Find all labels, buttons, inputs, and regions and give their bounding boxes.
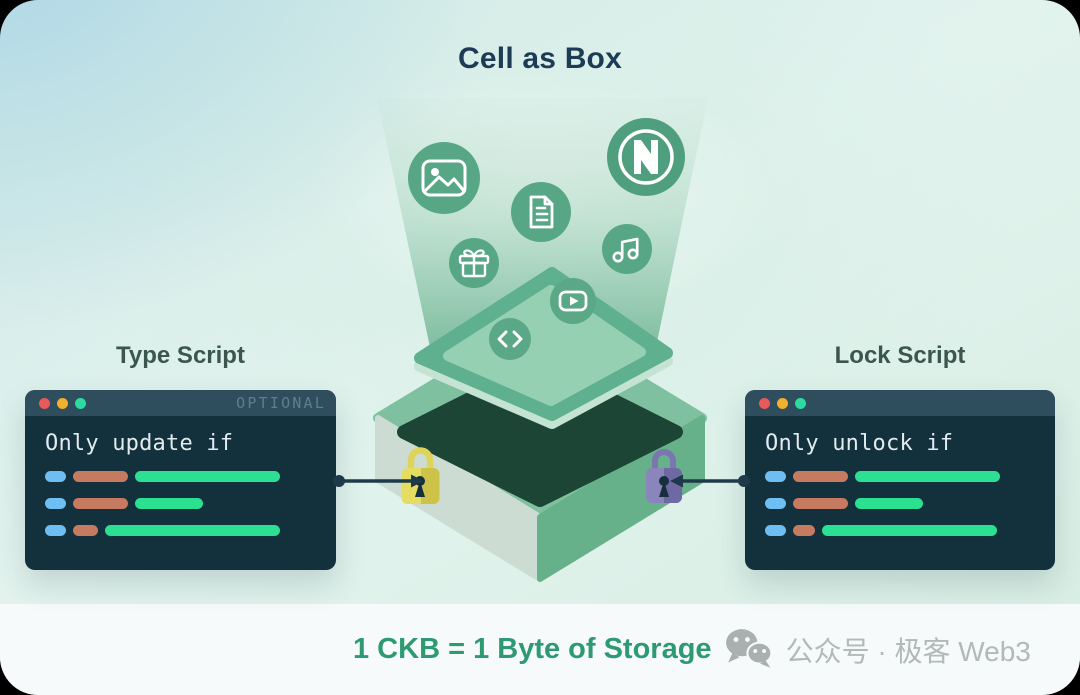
code-token-salmon bbox=[73, 498, 128, 509]
code-token-blue bbox=[45, 471, 66, 482]
nervos-logo-icon bbox=[607, 118, 685, 196]
type-lock-icon bbox=[401, 447, 440, 504]
code-token-salmon bbox=[793, 498, 848, 509]
wechat-icon bbox=[725, 628, 773, 668]
type-script-window: OPTIONAL Only update if bbox=[25, 390, 336, 570]
document-icon bbox=[511, 182, 571, 242]
code-line bbox=[765, 471, 1035, 482]
page-title: Cell as Box bbox=[458, 42, 622, 75]
optional-badge: OPTIONAL bbox=[236, 394, 326, 412]
code-line bbox=[765, 498, 1035, 509]
code-line bbox=[45, 471, 316, 482]
light-beam bbox=[377, 98, 708, 366]
maximize-dot-icon bbox=[75, 397, 86, 409]
code-token-blue bbox=[45, 498, 66, 509]
code-line bbox=[765, 525, 1035, 536]
lock-script-window: Only unlock if bbox=[745, 390, 1055, 570]
code-line bbox=[45, 498, 316, 509]
code-token-green bbox=[822, 525, 997, 536]
code-token-salmon bbox=[793, 471, 848, 482]
type-script-connector bbox=[333, 474, 424, 488]
light-glow bbox=[305, 65, 775, 325]
code-line bbox=[45, 525, 316, 536]
type-script-condition: Only update if bbox=[45, 431, 234, 456]
image-icon bbox=[408, 142, 480, 214]
minimize-dot-icon bbox=[777, 397, 788, 409]
box-right-face bbox=[537, 415, 705, 582]
type-script-code-lines bbox=[45, 471, 316, 536]
music-icon bbox=[602, 224, 652, 274]
box-lid bbox=[414, 267, 673, 429]
code-token-blue bbox=[45, 525, 66, 536]
box-left-face bbox=[375, 415, 543, 582]
lock-script-label: Lock Script bbox=[834, 342, 966, 369]
code-token-salmon bbox=[73, 471, 128, 482]
code-token-salmon bbox=[793, 525, 815, 536]
code-icon bbox=[489, 318, 531, 360]
type-script-titlebar: OPTIONAL bbox=[25, 390, 336, 416]
minimize-dot-icon bbox=[57, 397, 68, 409]
type-script-label: Type Script bbox=[116, 342, 245, 369]
code-token-green bbox=[105, 525, 280, 536]
lock-script-code-lines bbox=[765, 471, 1035, 536]
lock-script-connector bbox=[670, 474, 750, 488]
code-token-green bbox=[135, 471, 280, 482]
code-token-green bbox=[135, 498, 203, 509]
code-token-green bbox=[855, 471, 1000, 482]
lid-border-band bbox=[414, 267, 673, 421]
close-dot-icon bbox=[759, 397, 770, 409]
code-token-salmon bbox=[73, 525, 98, 536]
cell-box bbox=[373, 315, 707, 582]
watermark-text: 公众号 · 极客 Web3 bbox=[785, 635, 1031, 667]
footer-strip bbox=[0, 604, 1080, 695]
close-dot-icon bbox=[39, 397, 50, 409]
code-token-green bbox=[855, 498, 923, 509]
lock-script-lock-icon bbox=[646, 449, 682, 503]
code-token-blue bbox=[765, 471, 786, 482]
box-top-face bbox=[373, 315, 707, 522]
code-token-blue bbox=[765, 498, 786, 509]
video-play-icon bbox=[550, 278, 596, 324]
gift-icon bbox=[449, 238, 499, 288]
storage-equation: 1 CKB = 1 Byte of Storage bbox=[353, 633, 712, 665]
box-opening bbox=[397, 357, 683, 507]
lock-script-condition: Only unlock if bbox=[765, 431, 954, 456]
lid-underside bbox=[414, 275, 673, 429]
maximize-dot-icon bbox=[795, 397, 806, 409]
lid-surface bbox=[443, 285, 646, 406]
lock-script-titlebar bbox=[745, 390, 1055, 416]
code-token-blue bbox=[765, 525, 786, 536]
footer: 1 CKB = 1 Byte of Storage 公众号 · 极客 Web3 bbox=[353, 604, 1031, 695]
